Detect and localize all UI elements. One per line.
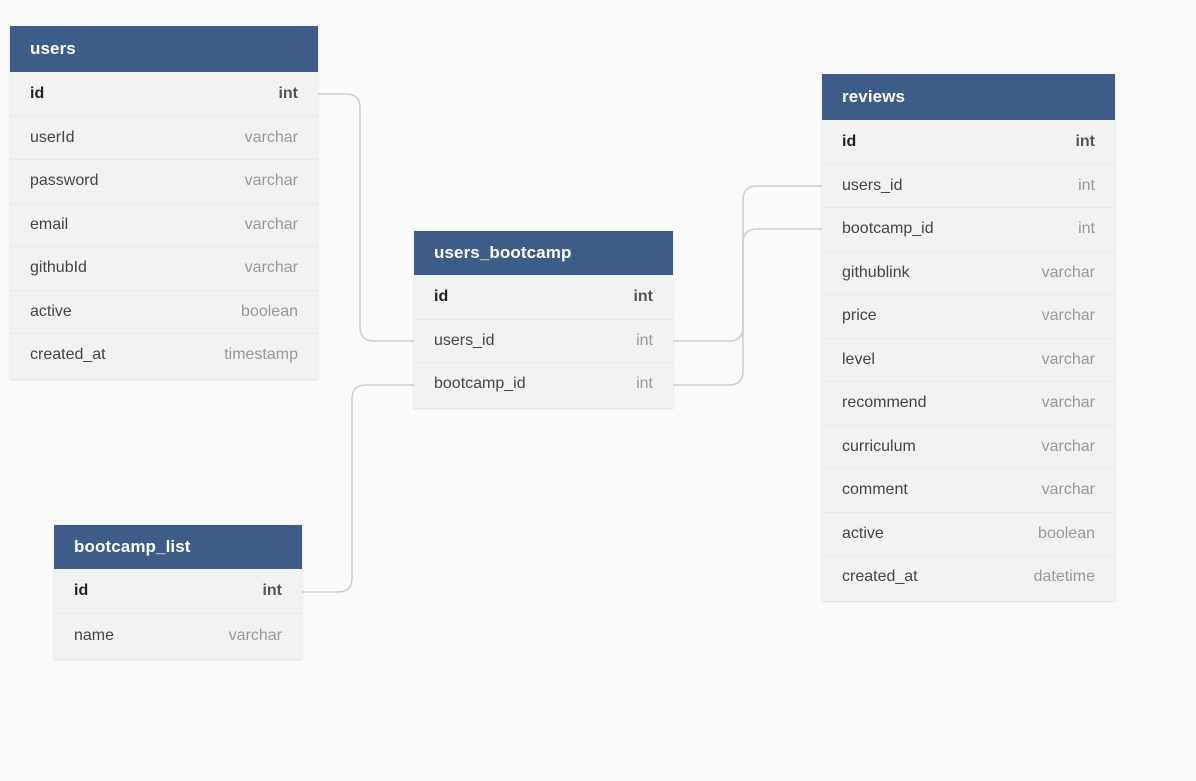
field-type: boolean bbox=[1038, 524, 1095, 542]
field-row-reviews-comment[interactable]: comment varchar bbox=[822, 468, 1115, 512]
field-type: int bbox=[1078, 220, 1095, 238]
field-name: githublink bbox=[842, 263, 910, 281]
field-type: varchar bbox=[244, 172, 298, 190]
field-type: varchar bbox=[1041, 350, 1095, 368]
field-type: timestamp bbox=[224, 346, 298, 364]
field-name: id bbox=[74, 582, 89, 599]
field-name: userId bbox=[30, 128, 75, 146]
field-row-reviews-id[interactable]: id int bbox=[822, 120, 1115, 164]
field-row-reviews-created_at[interactable]: created_at datetime bbox=[822, 555, 1115, 599]
field-row-users-githubId[interactable]: githubId varchar bbox=[10, 246, 318, 290]
relationship-users_bootcamp-to-reviews-users_id bbox=[672, 185, 823, 342]
field-name: bootcamp_id bbox=[842, 220, 934, 238]
field-type: varchar bbox=[1041, 437, 1095, 455]
field-name: price bbox=[842, 307, 877, 325]
field-row-users-bootcamp-id[interactable]: id int bbox=[414, 275, 673, 319]
field-type: varchar bbox=[1041, 394, 1095, 412]
field-row-users-bootcamp-users_id[interactable]: users_id int bbox=[414, 318, 673, 362]
field-name: githubId bbox=[30, 259, 87, 277]
entity-fields-reviews: id int users_id int bootcamp_id int gith… bbox=[822, 120, 1115, 601]
field-type: int bbox=[262, 582, 282, 599]
entity-header-users-bootcamp: users_bootcamp bbox=[414, 231, 673, 275]
field-type: varchar bbox=[244, 259, 298, 277]
entity-header-reviews: reviews bbox=[822, 74, 1115, 120]
field-type: datetime bbox=[1033, 568, 1095, 586]
field-type: varchar bbox=[1041, 481, 1095, 499]
field-row-bootcamp-list-name[interactable]: name varchar bbox=[54, 613, 302, 657]
entity-table-users-bootcamp[interactable]: users_bootcamp id int users_id int bootc… bbox=[414, 231, 673, 408]
field-name: level bbox=[842, 350, 875, 368]
entity-fields-users-bootcamp: id int users_id int bootcamp_id int bbox=[414, 275, 673, 408]
field-row-reviews-level[interactable]: level varchar bbox=[822, 337, 1115, 381]
field-row-reviews-price[interactable]: price varchar bbox=[822, 294, 1115, 338]
entity-table-reviews[interactable]: reviews id int users_id int bootcamp_id … bbox=[822, 74, 1115, 601]
entity-title-users: users bbox=[30, 39, 76, 58]
field-row-reviews-bootcamp_id[interactable]: bootcamp_id int bbox=[822, 207, 1115, 251]
field-row-users-email[interactable]: email varchar bbox=[10, 202, 318, 246]
field-name: created_at bbox=[842, 568, 918, 586]
entity-fields-bootcamp-list: id int name varchar bbox=[54, 569, 302, 659]
field-row-reviews-curriculum[interactable]: curriculum varchar bbox=[822, 424, 1115, 468]
field-type: varchar bbox=[244, 128, 298, 146]
field-name: comment bbox=[842, 481, 908, 499]
entity-title-bootcamp-list: bootcamp_list bbox=[74, 537, 191, 556]
field-row-users-active[interactable]: active boolean bbox=[10, 289, 318, 333]
field-type: int bbox=[636, 375, 653, 393]
field-name: users_id bbox=[842, 176, 903, 194]
field-row-users-password[interactable]: password varchar bbox=[10, 159, 318, 203]
field-name: id bbox=[30, 84, 45, 102]
field-type: varchar bbox=[244, 215, 298, 233]
field-row-users-userId[interactable]: userId varchar bbox=[10, 115, 318, 159]
field-row-users-created_at[interactable]: created_at timestamp bbox=[10, 333, 318, 377]
entity-header-bootcamp-list: bootcamp_list bbox=[54, 525, 302, 569]
field-name: users_id bbox=[434, 331, 495, 349]
field-row-reviews-users_id[interactable]: users_id int bbox=[822, 163, 1115, 207]
field-type: varchar bbox=[1041, 263, 1095, 281]
entity-title-reviews: reviews bbox=[842, 87, 906, 106]
field-row-reviews-active[interactable]: active boolean bbox=[822, 511, 1115, 555]
entity-table-users[interactable]: users id int userId varchar password var… bbox=[10, 26, 318, 379]
field-name: name bbox=[74, 626, 115, 644]
entity-title-users-bootcamp: users_bootcamp bbox=[434, 243, 572, 262]
field-row-reviews-recommend[interactable]: recommend varchar bbox=[822, 381, 1115, 425]
field-name: password bbox=[30, 172, 99, 190]
field-row-users-id[interactable]: id int bbox=[10, 72, 318, 116]
field-name: created_at bbox=[30, 346, 106, 364]
relationship-users-to-users_bootcamp bbox=[317, 93, 415, 342]
field-type: int bbox=[278, 84, 298, 102]
field-row-bootcamp-list-id[interactable]: id int bbox=[54, 569, 302, 613]
field-name: id bbox=[434, 287, 449, 305]
entity-table-bootcamp-list[interactable]: bootcamp_list id int name varchar bbox=[54, 525, 302, 659]
field-type: int bbox=[1075, 132, 1095, 150]
field-type: int bbox=[633, 287, 653, 305]
field-type: varchar bbox=[1041, 307, 1095, 325]
entity-fields-users: id int userId varchar password varchar e… bbox=[10, 72, 318, 379]
field-name: bootcamp_id bbox=[434, 375, 526, 393]
field-name: curriculum bbox=[842, 437, 916, 455]
field-type: boolean bbox=[241, 302, 298, 320]
field-name: recommend bbox=[842, 394, 927, 412]
field-name: id bbox=[842, 132, 857, 150]
relationship-bootcamp_list-to-users_bootcamp bbox=[301, 384, 415, 593]
field-row-reviews-githublink[interactable]: githublink varchar bbox=[822, 250, 1115, 294]
field-name: active bbox=[30, 302, 72, 320]
field-type: int bbox=[1078, 176, 1095, 194]
relationship-users_bootcamp-to-reviews-bootcamp_id bbox=[672, 228, 823, 386]
field-row-users-bootcamp-bootcamp_id[interactable]: bootcamp_id int bbox=[414, 362, 673, 406]
field-name: email bbox=[30, 215, 69, 233]
entity-header-users: users bbox=[10, 26, 318, 72]
field-name: active bbox=[842, 524, 884, 542]
field-type: varchar bbox=[228, 626, 282, 644]
field-type: int bbox=[636, 331, 653, 349]
